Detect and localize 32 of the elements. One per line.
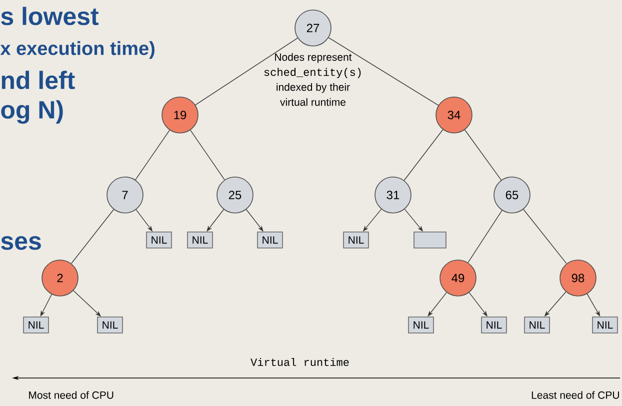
- nil-leaf-box: NIL: [146, 232, 172, 248]
- tree-edge: [190, 130, 225, 180]
- nil-leaf-box: NIL: [187, 232, 213, 248]
- tree-edge: [195, 38, 298, 106]
- tree-edge: [135, 130, 170, 180]
- nil-leaf-box: NIL: [343, 232, 369, 248]
- slide-text: x execution time): [0, 41, 154, 59]
- nil-leaf-box: NIL: [97, 316, 123, 334]
- nil-leaf-box: NIL: [481, 316, 507, 334]
- tree-edge: [71, 209, 114, 264]
- nil-leaf-box: NIL: [257, 232, 283, 248]
- axis-title: Virtual runtime: [250, 358, 349, 366]
- tree-edge: [328, 37, 439, 106]
- annotation-text: Nodes represent: [275, 53, 352, 63]
- annotation-text: sched_entity(s): [264, 68, 361, 78]
- axis-end-label: Most need of CPU: [29, 391, 114, 399]
- nil-leaf-box: NIL: [23, 316, 49, 334]
- nil-leaf-box: NIL: [524, 316, 550, 334]
- slide-text: nd left: [2, 70, 75, 90]
- tree-edge: [464, 130, 502, 180]
- annotation-text: indexed by their: [276, 83, 350, 93]
- nil-leaf-box: [414, 232, 446, 248]
- slide-text: ses: [1, 236, 41, 250]
- annotation-text: virtual runtime: [280, 98, 346, 106]
- tree-edge: [468, 210, 502, 263]
- tree-edge: [523, 209, 567, 264]
- axis-end-label: Least need of CPU: [532, 391, 619, 399]
- tree-edge: [404, 129, 444, 181]
- slide-text: s lowest: [1, 6, 99, 26]
- nil-leaf-box: NIL: [592, 316, 618, 334]
- nil-leaf-box: NIL: [408, 316, 434, 334]
- slide-text: og N): [1, 100, 63, 124]
